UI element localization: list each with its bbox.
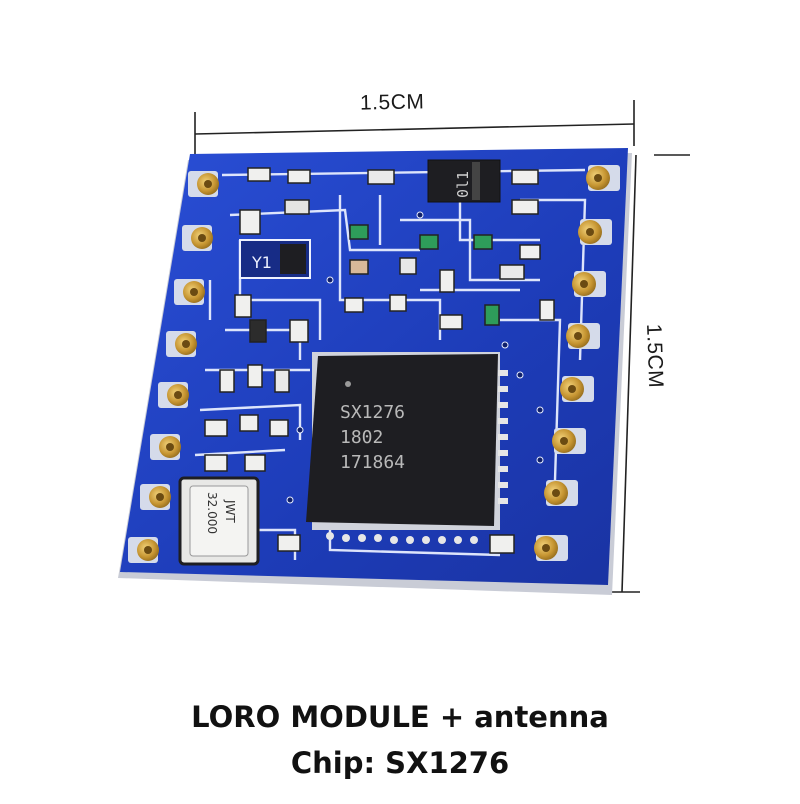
y1-silkscreen: Y1 bbox=[251, 253, 272, 272]
caption-title: LORO MODULE + antenna bbox=[191, 700, 609, 734]
crystal-oscillator: JWT 32.000 bbox=[178, 476, 260, 566]
pcb-board: Y1 0l1 SX1276 1802 171864 bbox=[118, 148, 632, 595]
right-pad-row bbox=[534, 165, 620, 561]
smd-components bbox=[204, 167, 555, 554]
small-ic: 0l1 bbox=[427, 159, 501, 203]
chip-marking-line2: 1802 bbox=[340, 427, 383, 448]
sx1276-chip: SX1276 1802 171864 bbox=[306, 352, 508, 544]
y1-component: Y1 bbox=[239, 239, 311, 279]
left-pad-row bbox=[128, 171, 219, 563]
height-dimension-label: 1.5CM bbox=[642, 323, 668, 389]
top-dimension-line bbox=[194, 100, 635, 156]
vias bbox=[286, 211, 544, 504]
chip-marking-line1: SX1276 bbox=[340, 402, 405, 423]
crystal-marking-line1: JWT bbox=[223, 499, 237, 523]
small-ic-marking: 0l1 bbox=[454, 171, 472, 198]
caption-chip: Chip: SX1276 bbox=[290, 746, 510, 780]
crystal-marking-line2: 32.000 bbox=[205, 492, 219, 534]
width-dimension-label: 1.5CM bbox=[359, 90, 425, 115]
chip-marking-line3: 171864 bbox=[340, 452, 405, 473]
